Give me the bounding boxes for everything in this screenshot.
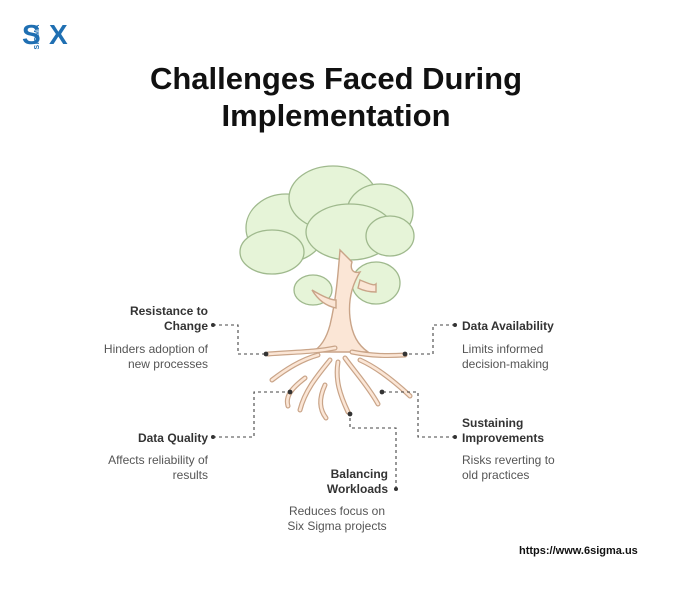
challenge-desc-data-quality: Affects reliability of results: [108, 453, 208, 483]
challenge-desc-resistance: Hinders adoption of new processes: [100, 342, 208, 372]
connector-data-quality: [213, 392, 290, 437]
challenge-desc-balancing: Reduces focus on Six Sigma projects: [285, 504, 389, 534]
website-url[interactable]: https://www.6sigma.us: [519, 545, 638, 557]
challenge-desc-data-availability: Limits informed decision-making: [462, 342, 562, 372]
connector-data-availability: [405, 325, 455, 354]
challenge-label-sustaining: Sustaining Improvements: [462, 416, 557, 446]
challenge-label-balancing: Balancing Workloads: [310, 467, 388, 497]
challenge-label-resistance: Resistance to Change: [110, 304, 208, 334]
challenge-label-data-availability: Data Availability: [462, 319, 582, 334]
foliage: [240, 166, 414, 305]
connector-resistance: [213, 325, 266, 354]
challenge-label-data-quality: Data Quality: [108, 431, 208, 446]
challenge-desc-sustaining: Risks reverting to old practices: [462, 453, 562, 483]
connector-sustaining: [382, 392, 455, 437]
